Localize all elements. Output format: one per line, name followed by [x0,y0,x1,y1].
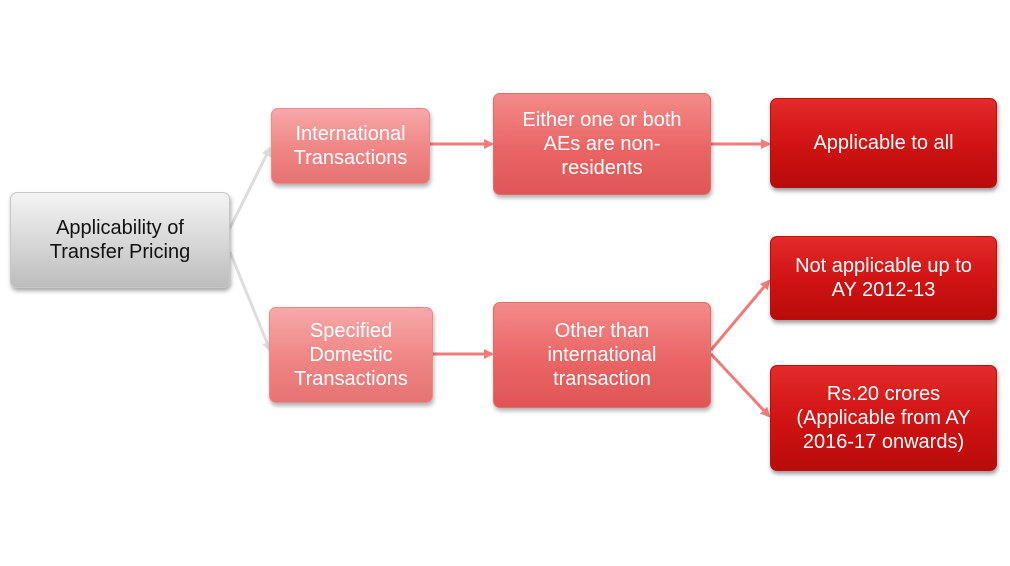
node-label: Applicability of Transfer Pricing [49,217,191,263]
connector-root-to-domestic [228,251,272,352]
node-label: Other than international transaction [547,320,657,390]
node-rs20-crores: Rs.20 crores (Applicable from AY 2016-17… [770,365,997,471]
node-specified-domestic-transactions: Specified Domestic Transactions [269,307,433,403]
node-applicable-to-all: Applicable to all [770,98,997,188]
node-either-one-or-both: Either one or both AEs are non- resident… [493,93,711,195]
node-label: Specified Domestic Transactions [294,320,408,390]
node-label: Either one or both AEs are non- resident… [522,109,682,179]
node-other-than-international: Other than international transaction [493,302,711,408]
node-applicability-of-transfer-pricing: Applicability of Transfer Pricing [10,192,230,288]
node-international-transactions: International Transactions [271,108,430,184]
connector-other-to-not-applicable [709,279,771,351]
connector-other-to-rs20 [709,352,771,418]
node-label: Rs.20 crores (Applicable from AY 2016-17… [796,383,971,453]
node-label: Applicable to all [813,132,954,154]
node-label: International Transactions [293,123,408,169]
node-label: Not applicable up to AY 2012-13 [795,255,972,301]
node-not-applicable-up-to: Not applicable up to AY 2012-13 [770,236,997,320]
connector-root-to-international [228,146,272,229]
